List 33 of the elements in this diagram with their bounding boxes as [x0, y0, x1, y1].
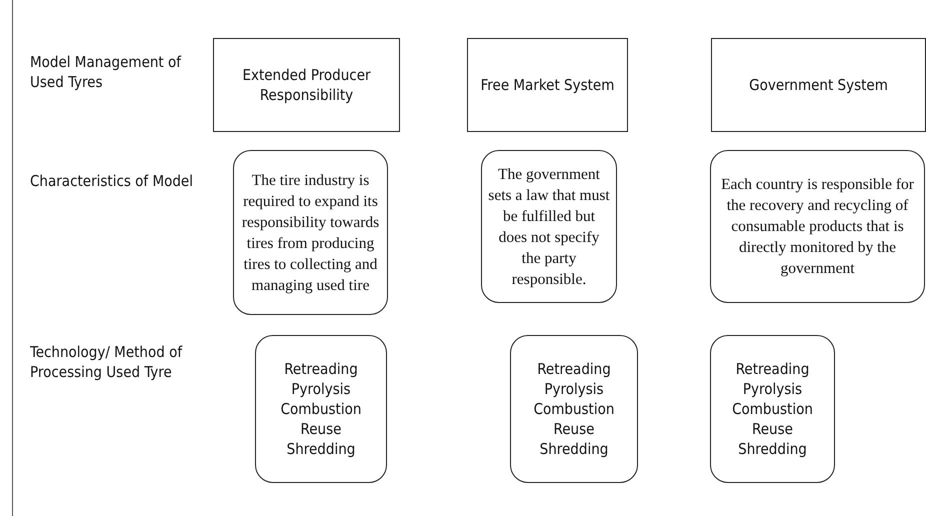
method-item: Retreading: [284, 359, 358, 379]
row-label: Technology/ Method of Processing Used Tyre: [30, 342, 184, 382]
model-title: Government System: [749, 75, 888, 95]
model-title: Free Market System: [480, 75, 614, 95]
description-box: [481, 150, 617, 303]
method-item: Pyrolysis: [291, 379, 351, 399]
method-list-box: [510, 335, 638, 483]
method-item: Reuse: [300, 419, 342, 439]
method-item: Retreading: [736, 359, 810, 379]
method-item: Reuse: [554, 419, 594, 439]
model-box: [213, 38, 400, 132]
method-item: Combustion: [280, 399, 362, 419]
description-text: The tire industry is required to expand its responsibility towards tires from producing tires to collecting and managing used tire: [240, 170, 380, 296]
description-text: Each country is responsible for the recovery and recycling of consumable products that is directly monitored by the government: [720, 175, 915, 279]
description-box: [710, 150, 925, 303]
description-box: [233, 150, 388, 315]
model-box: [467, 38, 628, 132]
method-item: Retreading: [537, 359, 611, 379]
method-item: Pyrolysis: [544, 379, 604, 399]
method-item: Reuse: [752, 419, 793, 439]
method-list-box: [255, 335, 387, 483]
method-item: Shredding: [540, 439, 608, 459]
model-box: [711, 38, 926, 132]
method-item: Combustion: [732, 399, 813, 419]
method-list-box: [710, 335, 835, 483]
method-item: Pyrolysis: [742, 379, 802, 399]
row-label: Model Management of Used Tyres: [30, 52, 182, 92]
description-text: The government sets a law that must be fulfilled but does not specify the party responsible.: [488, 164, 610, 290]
method-item: Combustion: [534, 399, 614, 419]
method-item: Shredding: [738, 439, 807, 459]
method-item: Shredding: [286, 439, 356, 459]
model-title: Extended Producer Responsibility: [241, 65, 372, 105]
row-label: Characteristics of Model: [30, 171, 194, 191]
